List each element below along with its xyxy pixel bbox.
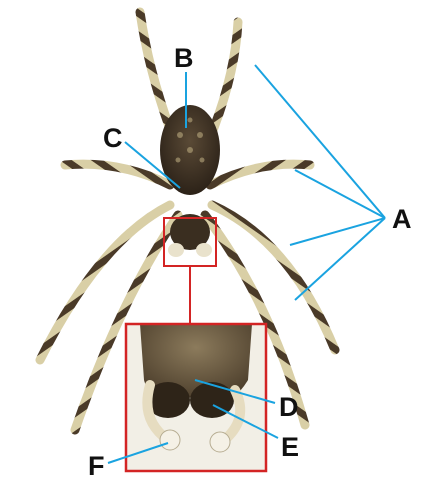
label-b: B [174,43,194,73]
inset-claw-left [160,430,180,450]
label-d: D [279,392,299,422]
pointer-a-2 [295,170,385,218]
label-e: E [281,432,299,462]
label-a: A [392,204,412,234]
pedipalp-right [196,243,212,257]
pedipalp-left [168,243,184,257]
pointer-a-1 [255,65,385,218]
label-f: F [88,451,105,481]
label-c: C [103,123,123,153]
leg-right-2 [210,164,310,185]
inset-claw-right [210,432,230,452]
